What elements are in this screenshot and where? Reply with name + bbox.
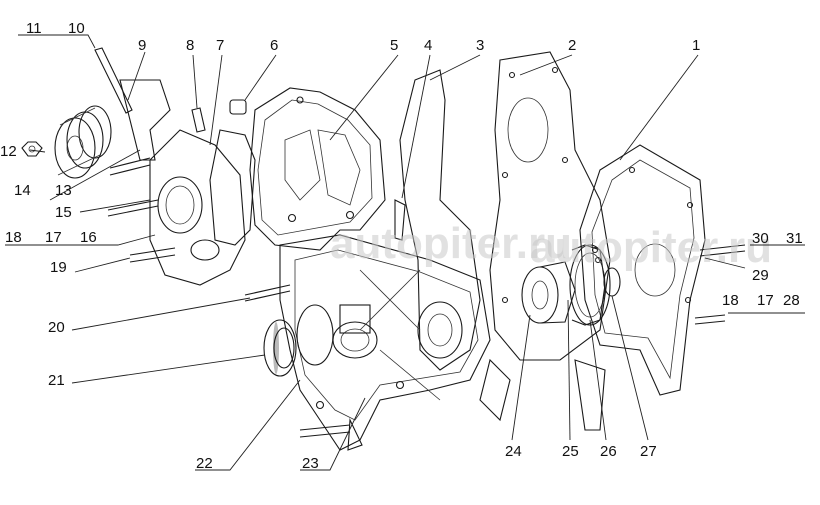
oil-seal (263, 319, 297, 377)
callout-24: 24 (505, 443, 522, 460)
callout-3: 3 (476, 37, 484, 54)
callout-28: 28 (783, 292, 800, 309)
callout-27: 27 (640, 443, 657, 460)
timing-case (249, 87, 386, 251)
nut (21, 141, 43, 157)
callout-9: 9 (138, 37, 146, 54)
callout-7: 7 (216, 37, 224, 54)
callout-15: 15 (55, 204, 72, 221)
callout-21: 21 (48, 372, 65, 389)
callout-18: 18 (5, 229, 22, 246)
callout-17-right: 17 (757, 292, 774, 309)
front-cover (149, 129, 246, 286)
bolt (94, 47, 746, 438)
callout-10: 10 (68, 20, 85, 37)
watermark: autopiter.ru (330, 219, 572, 268)
callout-26: 26 (600, 443, 617, 460)
callout-14: 14 (14, 182, 31, 199)
callout-20: 20 (48, 319, 65, 336)
callout-31: 31 (786, 230, 803, 247)
callout-4: 4 (424, 37, 432, 54)
callout-25: 25 (562, 443, 579, 460)
callout-22: 22 (196, 455, 213, 472)
callout-13: 13 (55, 182, 72, 199)
callout-12: 12 (0, 143, 17, 160)
gasket (399, 69, 481, 371)
rear-cover-plate (579, 144, 706, 396)
callout-29: 29 (752, 267, 769, 284)
callout-6: 6 (270, 37, 278, 54)
callout-19: 19 (50, 259, 67, 276)
leader-lines (5, 34, 805, 471)
pulley (54, 105, 112, 179)
dowel-sleeve (229, 99, 247, 115)
bracket (119, 79, 171, 161)
callout-8: 8 (186, 37, 194, 54)
callout-16: 16 (80, 229, 97, 246)
callout-labels: 1 2 3 4 5 6 7 8 9 10 11 12 13 14 15 16 1… (0, 20, 803, 472)
callout-17: 17 (45, 229, 62, 246)
gasket-front (209, 129, 256, 246)
watermark-secondary: autopiter.ru (530, 223, 772, 272)
stud (191, 107, 206, 133)
callout-11: 11 (26, 20, 42, 37)
callout-30: 30 (752, 230, 769, 247)
callout-18-right: 18 (722, 292, 739, 309)
gear-housing-plate (479, 51, 611, 431)
callout-1: 1 (692, 37, 700, 54)
callout-2: 2 (568, 37, 576, 54)
callout-23: 23 (302, 455, 319, 472)
callout-5: 5 (390, 37, 398, 54)
